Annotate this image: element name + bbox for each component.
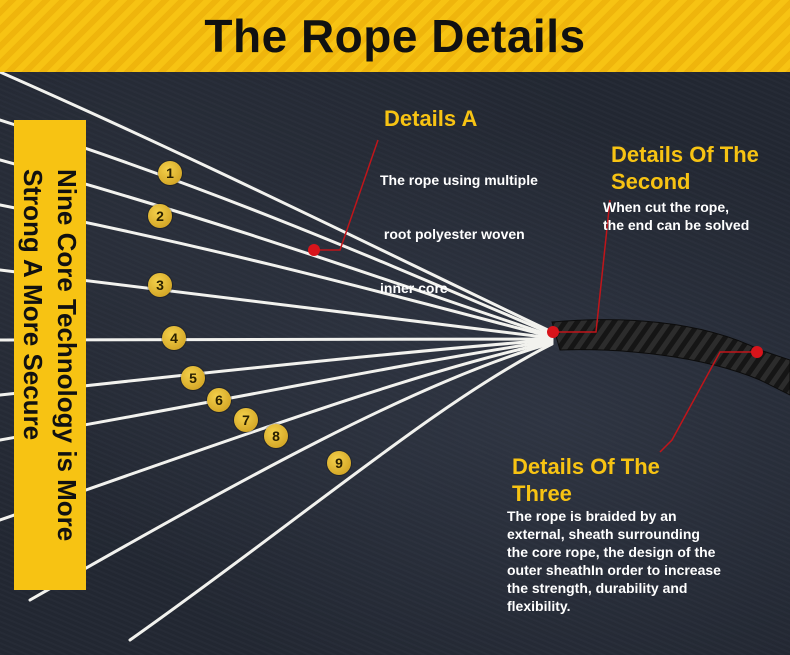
marker-2: 2: [148, 204, 172, 228]
details-a-line-3: inner core: [380, 280, 448, 296]
callout-dot-second: [547, 326, 559, 338]
leather-background: [0, 72, 790, 655]
callout-line-a: [314, 139, 379, 251]
details-second-line-2: the end can be solved: [603, 217, 750, 233]
strand: [0, 118, 554, 336]
strand: [0, 339, 554, 442]
side-tag-line-2: Strong A More Secure: [18, 168, 48, 440]
marker-1: 1: [158, 161, 182, 185]
strand: [0, 340, 554, 522]
details-second-heading: Details Of The Second: [611, 141, 759, 195]
side-tag-line-1: Nine Core Technology is More: [52, 168, 82, 542]
details-a-heading: Details A: [384, 106, 478, 131]
details-three-line-5: the strength, durability and: [507, 580, 688, 596]
details-three-text: The rope is braided by an external, shea…: [507, 507, 721, 615]
strand: [0, 338, 554, 397]
marker-5: 5: [181, 366, 205, 390]
strand: [0, 337, 554, 342]
details-three-heading: Details Of The Three: [512, 453, 660, 507]
callout-line-second: [553, 199, 611, 333]
details-three-line-3: the core rope, the design of the: [507, 544, 716, 560]
marker-6: 6: [207, 388, 231, 412]
details-second-heading-line-2: Second: [611, 169, 691, 194]
details-three-line-1: The rope is braided by an: [507, 508, 677, 524]
details-a-line-2: root polyester woven: [380, 226, 525, 242]
callout-dot-three: [751, 346, 763, 358]
strand: [0, 158, 554, 338]
details-three-heading-line-1: Details Of The: [512, 454, 660, 479]
details-second-line-1: When cut the rope,: [603, 199, 729, 215]
strand: [0, 70, 554, 334]
strand: [128, 342, 554, 642]
details-a-line-1: The rope using multiple: [380, 172, 538, 188]
marker-9: 9: [327, 451, 351, 475]
details-three-line-2: external, sheath surrounding: [507, 526, 700, 542]
page-title: The Rope Details: [204, 10, 586, 62]
marker-8: 8: [264, 424, 288, 448]
inner-core-strands: [0, 70, 554, 642]
side-tag: Nine Core Technology is More Strong A Mo…: [14, 120, 86, 590]
marker-4: 4: [162, 326, 186, 350]
details-second-heading-line-1: Details Of The: [611, 142, 759, 167]
details-second-text: When cut the rope, the end can be solved: [603, 198, 749, 234]
details-three-line-4: outer sheathIn order to increase: [507, 562, 721, 578]
strand: [0, 203, 554, 339]
details-three-line-6: flexibility.: [507, 598, 571, 614]
title-banner: The Rope Details: [0, 0, 790, 72]
side-tag-text: Nine Core Technology is More Strong A Mo…: [16, 169, 84, 541]
details-a-text: The rope using multiple root polyester w…: [380, 135, 538, 333]
braided-rope: [551, 319, 790, 396]
strand: [0, 268, 554, 340]
marker-3: 3: [148, 273, 172, 297]
callout-dots: [308, 244, 763, 358]
callout-line-three: [659, 351, 757, 453]
callout-dot-a: [308, 244, 320, 256]
details-three-heading-line-2: Three: [512, 481, 572, 506]
callout-lines: [314, 139, 757, 453]
strand: [28, 341, 554, 602]
marker-7: 7: [234, 408, 258, 432]
